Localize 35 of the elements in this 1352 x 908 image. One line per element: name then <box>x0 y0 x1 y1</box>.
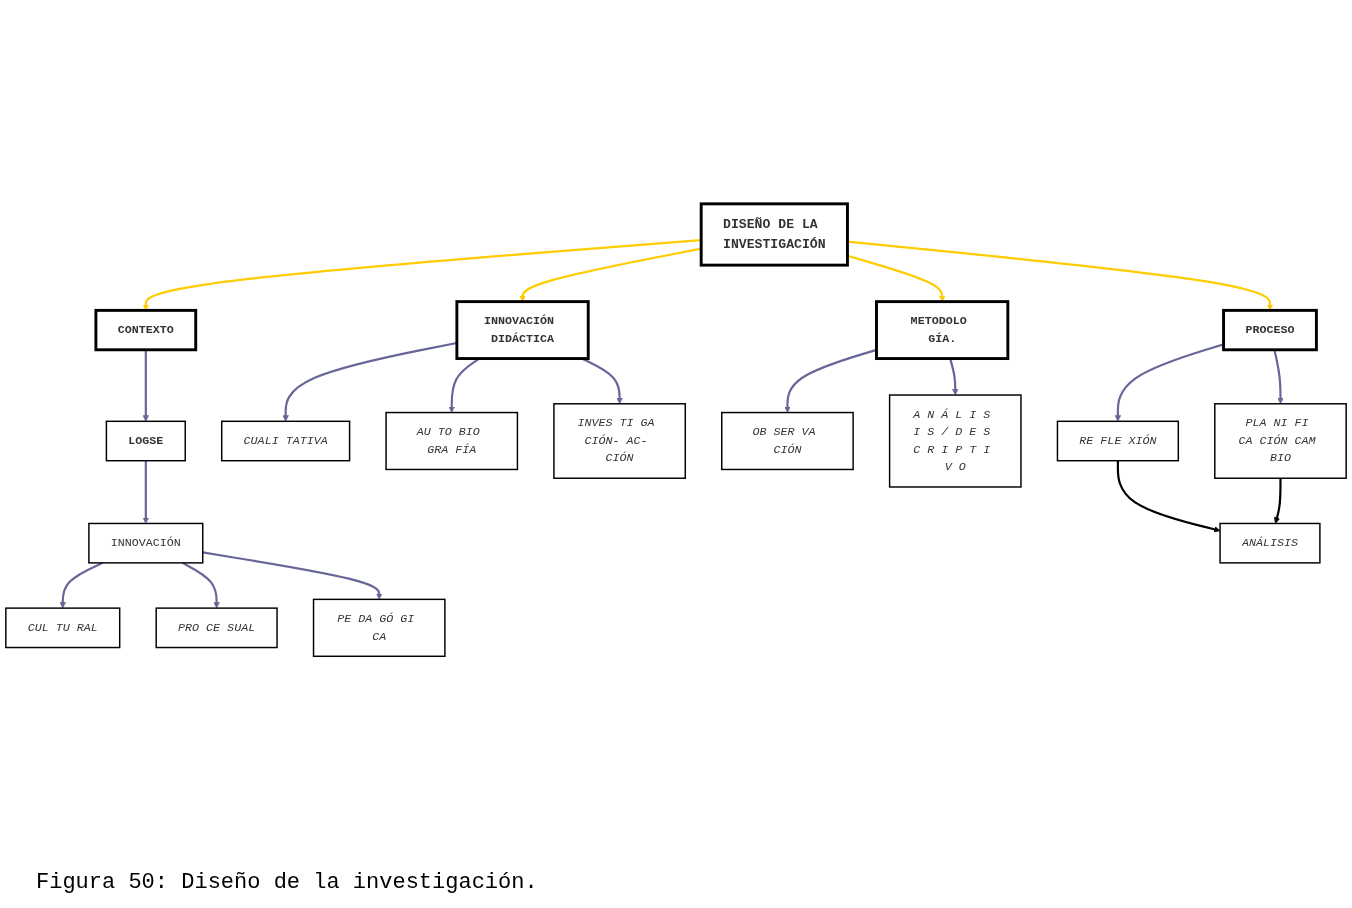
arrow <box>784 348 877 413</box>
arrow <box>182 561 220 609</box>
arrow <box>1273 478 1282 524</box>
arrow <box>142 460 150 524</box>
node-box: PROCESO <box>1222 308 1318 352</box>
node-box: LOGSE <box>105 420 186 462</box>
arrow <box>1114 343 1224 422</box>
node-box: CUALI TATIVA <box>221 420 351 462</box>
node-box: ANÁLISIS <box>1219 522 1321 564</box>
arrow <box>847 240 1274 311</box>
arrow <box>949 358 959 396</box>
node-box: INNOVACIÓN <box>88 522 204 564</box>
arrow <box>519 247 702 302</box>
node-box: OB SER VA CIÓN <box>721 411 854 471</box>
arrow <box>581 357 623 404</box>
node-box: INNOVACIÓN DIDÁCTICA <box>455 300 590 360</box>
arrow <box>142 239 702 311</box>
node-box: CONTEXTO <box>94 308 198 352</box>
node-box: PE DA GÓ GI CA <box>312 598 446 657</box>
arrow <box>142 349 150 422</box>
node-box: PLA NI FI CA CIÓN CAM BIO <box>1214 403 1347 479</box>
arrow <box>1116 460 1221 533</box>
node-box: CUL TU RAL <box>5 607 121 649</box>
node-box: AU TO BIO GRA FÍA <box>385 411 519 471</box>
node-box: DISEÑO DE LA INVESTIGACIÓN <box>699 202 849 267</box>
node-box: A N Á L I S I S / D E S C R I P T I V O <box>888 394 1022 488</box>
arrow <box>59 561 104 609</box>
node-box: METODOLO GÍA. <box>875 300 1010 360</box>
arrow <box>1273 349 1284 404</box>
arrow <box>847 254 946 302</box>
node-box: RE FLE XIÓN <box>1056 420 1180 462</box>
arrow <box>202 551 383 600</box>
node-box: PRO CE SUAL <box>155 607 278 649</box>
node-box: INVES TI GA CIÓN- AC- CIÓN <box>553 403 686 479</box>
figure-caption: Figura 50: Diseño de la investigación. <box>36 870 538 895</box>
